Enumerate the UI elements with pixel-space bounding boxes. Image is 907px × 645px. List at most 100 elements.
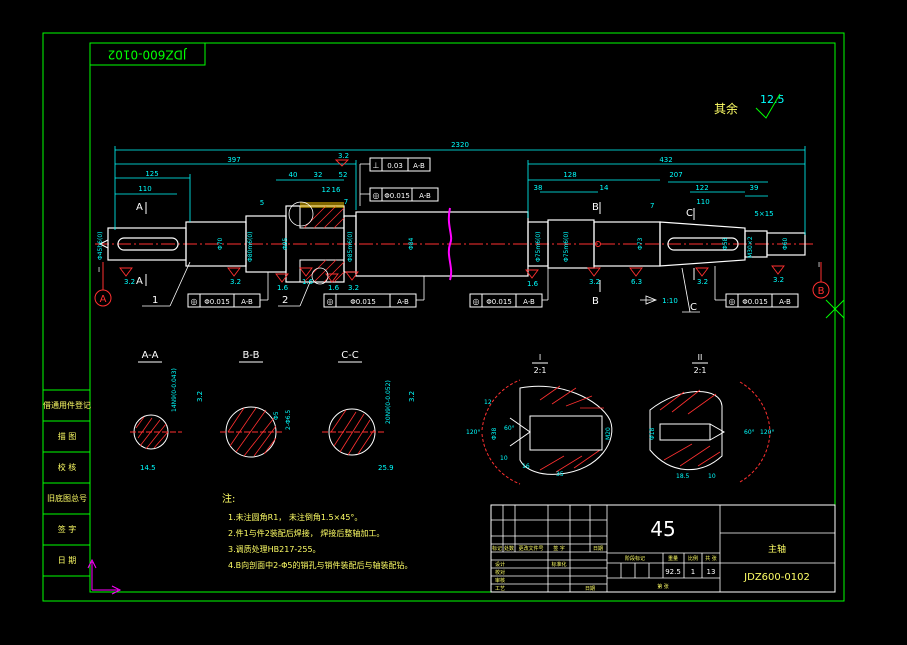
cut-mark-c-bottom: C (690, 302, 697, 313)
tol6-value: Φ0.015 (742, 298, 768, 306)
section-b-title: B-B (243, 350, 260, 361)
dim-14: 14 (600, 184, 609, 192)
tb-part-name: 主轴 (768, 543, 786, 555)
section-a-rough: 3.2 (196, 391, 204, 402)
tol1-datum: A-B (413, 162, 425, 170)
dia-label-3: Φ80m6(0) (247, 231, 254, 262)
detail-ii-angle-60: 60° (744, 429, 755, 436)
note-line-2: 2.件1与件2装配后焊接， 焊接后整轴加工。 (228, 528, 384, 538)
note-line-3: 3.调质处理HB217-255。 (228, 544, 321, 554)
tolerance-frame-5: ◎ Φ0.015 A-B (469, 293, 543, 308)
section-a-dim-b: 14N9(0-0.043) (171, 368, 178, 412)
section-a-title: A-A (142, 350, 159, 361)
tol4-symbol: ◎ (327, 297, 334, 306)
section-a-a: A-A 14.5 14N9(0-0.043) 3.2 (130, 350, 204, 472)
section-c-title: C-C (341, 350, 359, 361)
datum-a: A (94, 262, 112, 307)
dim-7b: 7 (650, 202, 654, 210)
dim-122: 122 (695, 184, 708, 192)
roughness-note-value: 12.5 (760, 93, 785, 106)
left-sidebar-table: 借通用件登记 描 图 校 核 旧底图总号 签 字 日 期 (42, 389, 91, 577)
tol6-datum: A-B (779, 298, 791, 306)
tb-col-header-2: 处数 (504, 545, 514, 552)
tol4-value: Φ0.015 (350, 298, 376, 306)
tb-role-3: 审核 (495, 577, 505, 584)
tb-date-label: 日期 (585, 586, 595, 592)
dim-overall: 2320 (451, 141, 469, 149)
tb-sheet-info: 第 张 (657, 583, 669, 590)
sidebar-row-6: 日 期 (58, 556, 77, 565)
technical-notes: 注: 1.未注圆角R1， 未注倒角1.5×45°。 2.件1与件2装配后焊接， … (222, 492, 412, 570)
dim-52: 52 (339, 171, 348, 179)
dim-12: 12 (322, 186, 331, 194)
tb-drawing-number: JDZ600-0102 (743, 572, 810, 583)
rough-9: 6.3 (631, 278, 642, 286)
dia-label-12: M30×2 (747, 236, 754, 258)
tb-role-2: 校对 (495, 569, 505, 576)
section-b-b: B-B Φ5 2-Φ6.5 (220, 350, 292, 458)
dia-label-8: Φ75m6(0) (563, 231, 570, 262)
drawing-number-tab (89, 42, 206, 66)
section-b-dim-b: 2-Φ6.5 (285, 410, 292, 430)
cut-mark-b-top: B (592, 202, 599, 213)
dia-label-4: Φ95 (282, 237, 289, 250)
tolerance-frame-2: ◎ Φ0.015 A-B (369, 187, 439, 202)
roughness-note-label: 其余 (714, 101, 738, 116)
dimension-lines (114, 146, 806, 235)
detail-i-m20: M20 (605, 427, 612, 440)
tb-material: 45 (650, 517, 675, 541)
tb-col-header-4: 签 字 (553, 545, 565, 552)
detail-ii-angle-120: 120° (760, 429, 774, 436)
tb-stage-label: 阶段标记 (625, 555, 645, 562)
dia-label-10: Φ60 (782, 237, 789, 250)
tb-scale-label: 比例 (688, 555, 698, 562)
tol1-symbol: ⊥ (373, 161, 380, 170)
dim-key-5x15: 5×15 (754, 210, 773, 218)
cut-mark-a-bottom: A (136, 276, 143, 287)
detail-i-scale: 2:1 (534, 366, 547, 375)
rough-7: 1.6 (527, 280, 539, 288)
tb-approve: 标准化 (551, 561, 566, 568)
drawing-number-tab-text: JDZ600-0102 (108, 48, 188, 62)
tol1-value: 0.03 (387, 162, 403, 170)
sidebar-row-2: 描 图 (58, 431, 77, 441)
detail-i-16: 16 (522, 463, 530, 470)
detail-i-dia38: Φ38 (491, 427, 498, 440)
detail-circles (288, 201, 329, 285)
tolerance-frame-4: ◎ Φ0.015 A-B (323, 293, 417, 308)
tolerance-leaders (260, 163, 726, 305)
rough-10: 3.2 (697, 278, 708, 286)
roughness-values: 3.2 3.2 1.6 1.6 1.6 3.2 1.6 3.2 6.3 3.2 … (124, 152, 784, 292)
tol3-symbol: ◎ (191, 297, 198, 306)
dia-label-1: Φ45h6(0) (97, 232, 104, 260)
dia-label-5: Φ85m6(0) (347, 231, 354, 262)
tb-col-header-5: 日期 (593, 546, 603, 552)
dim-40: 40 (289, 171, 298, 179)
inner-frame (89, 42, 836, 593)
tol5-value: Φ0.015 (486, 298, 512, 306)
detail-indicators: I I (98, 261, 820, 274)
detail-ii: II 2:1 Φ18 60° 120° 18.5 10 (649, 353, 774, 483)
tol2-symbol: ◎ (373, 191, 380, 200)
detail-i-35: 35 (556, 471, 564, 478)
dim-taper: 1:10 (662, 297, 678, 305)
dia-label-2: Φ70 (217, 237, 224, 250)
tol5-datum: A-B (523, 298, 535, 306)
dia-label-9: Φ73 (637, 237, 644, 250)
part-callout-1: 1 (152, 295, 158, 306)
rough-4: 1.6 (302, 278, 314, 286)
section-c-dim-b: 20N9(0-0.052) (385, 380, 392, 424)
dim-38: 38 (534, 184, 543, 192)
diameter-labels: Φ45h6(0) Φ70 Φ80m6(0) Φ95 Φ85m6(0) Φ84 Φ… (97, 231, 789, 262)
detail-ii-10: 10 (708, 473, 716, 480)
sidebar-row-5: 签 字 (58, 524, 77, 534)
dimension-texts: 2320 397 432 125 110 40 32 52 12 16 5 7 … (138, 141, 773, 305)
dim-207: 207 (669, 171, 682, 179)
break-line (447, 207, 453, 281)
rough-8: 3.2 (589, 278, 600, 286)
tol4-datum: A-B (397, 298, 409, 306)
tb-scale: 1 (691, 568, 695, 576)
tb-ratio-label: 共 张 (705, 555, 717, 562)
dim-125: 125 (145, 170, 158, 178)
